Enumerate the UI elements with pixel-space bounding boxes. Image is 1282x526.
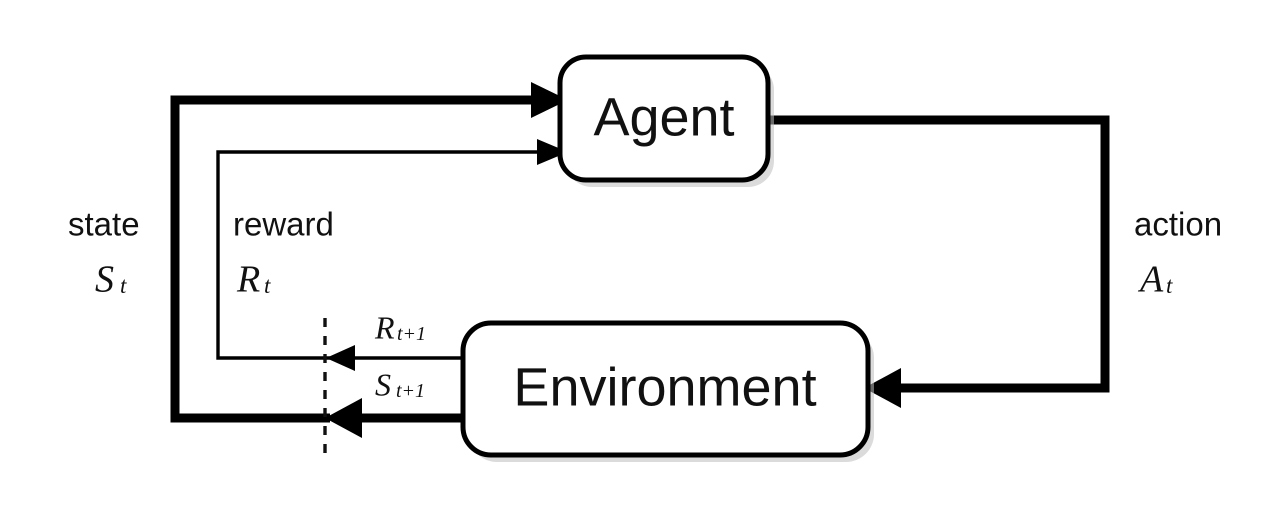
agent-box (557, 54, 771, 183)
node-environment[interactable]: Environment (460, 320, 874, 462)
next-state-subscript-label: t+1 (396, 380, 425, 402)
environment-box (460, 320, 871, 458)
agent-label: Agent (593, 87, 734, 147)
reward-arrowhead-icon (537, 139, 568, 165)
edge-label-next-reward: R t+1 (374, 309, 426, 345)
edge-next-reward-out (326, 345, 463, 371)
action-edge-path (768, 115, 1110, 393)
environment-label: Environment (513, 357, 816, 417)
next-reward-arrowhead-icon (326, 345, 355, 371)
next-state-arrowhead-icon (325, 398, 362, 438)
reward-subscript-label: t (264, 273, 271, 298)
edge-label-next-state: S t+1 (375, 366, 425, 402)
signal-label-state: state S t (68, 206, 140, 301)
edge-action-to-environment (768, 115, 1110, 408)
action-word-label: action (1134, 206, 1222, 243)
edge-reward-to-agent (216, 139, 568, 360)
state-symbol-label: S (95, 259, 114, 301)
edge-state-to-agent (170, 82, 568, 423)
state-edge-path (170, 95, 531, 423)
signal-label-reward: reward R t (233, 206, 334, 301)
action-subscript-label: t (1166, 273, 1173, 298)
next-reward-subscript-label: t+1 (397, 323, 426, 345)
state-word-label: state (68, 206, 140, 243)
next-state-symbol-label: S (375, 366, 391, 402)
edge-next-state-out (325, 398, 463, 438)
next-reward-symbol-label: R (374, 309, 395, 345)
action-arrowhead-icon (864, 368, 901, 408)
state-arrowhead-icon (531, 82, 568, 118)
state-subscript-label: t (120, 273, 127, 298)
reward-symbol-label: R (236, 259, 260, 301)
reward-edge-path (216, 150, 537, 360)
node-agent[interactable]: Agent (557, 54, 774, 187)
signal-label-action: action A t (1134, 206, 1222, 301)
reward-word-label: reward (233, 206, 334, 243)
action-symbol-label: A (1137, 259, 1164, 301)
